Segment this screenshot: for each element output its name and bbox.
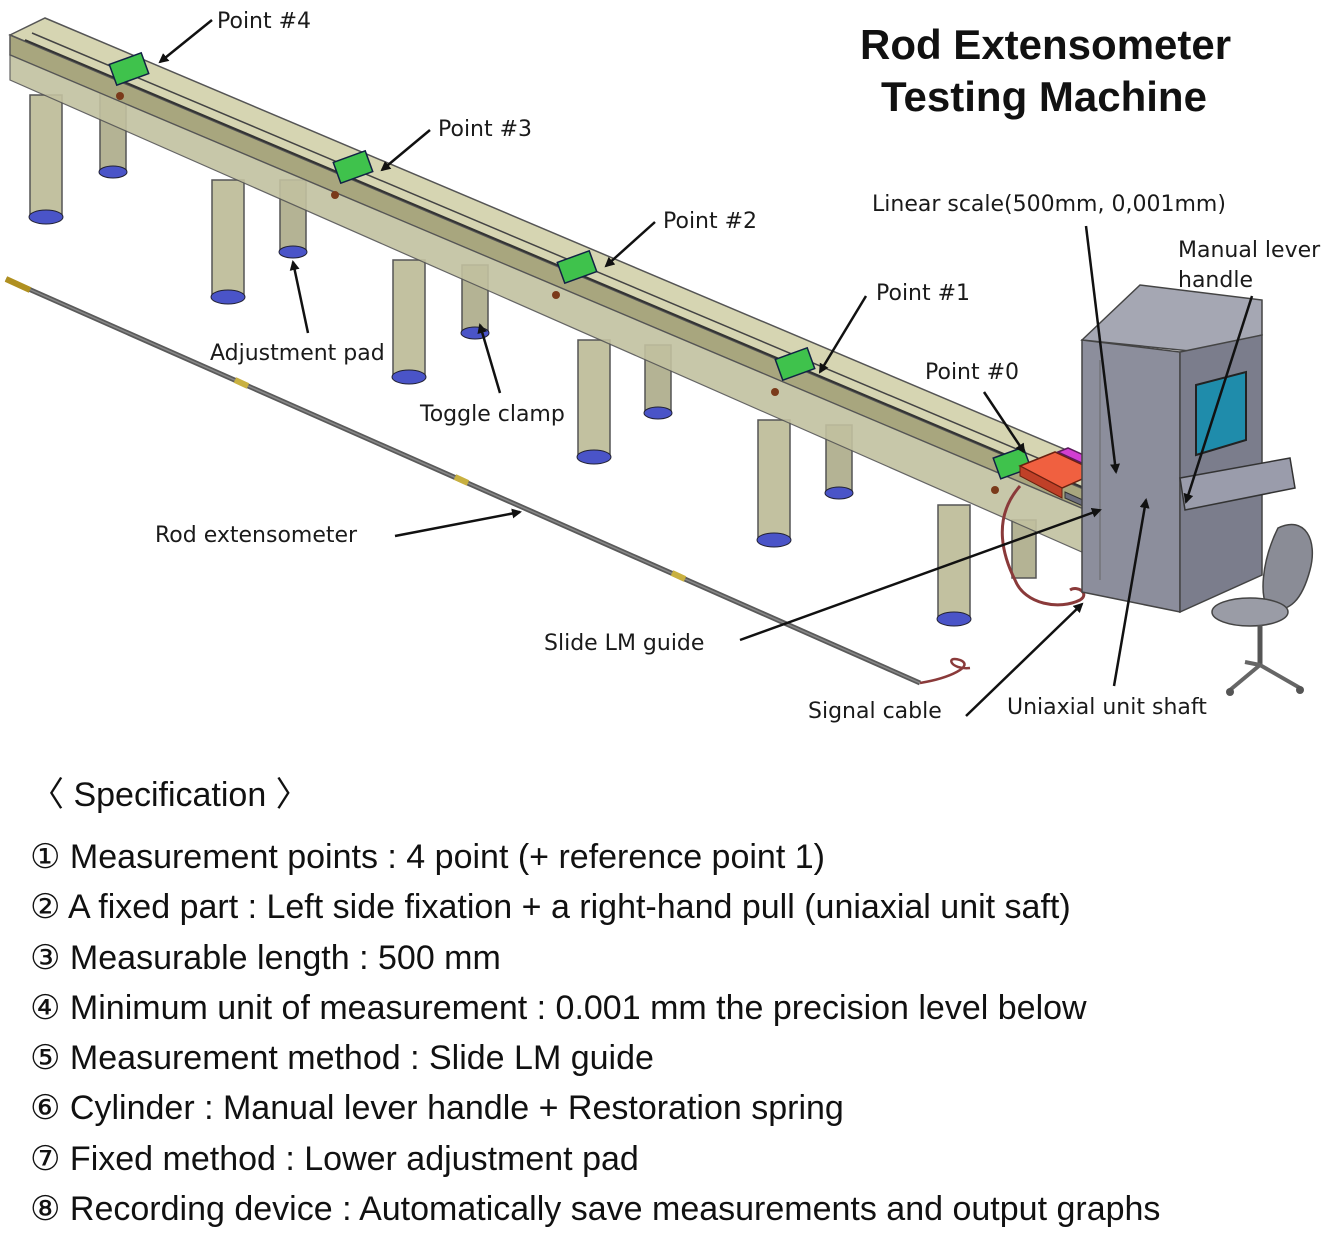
specification-section: 〈 Specification 〉 ① Measurement points :… [30,770,1320,1234]
clamp-point-3 [331,149,374,199]
clamp-point-2 [552,249,598,299]
leader-point-0 [982,391,1026,454]
spec-item: ⑦ Fixed method : Lower adjustment pad [30,1139,639,1178]
label-manual-lever-2: handle [1178,268,1253,293]
leader-signal-cable [965,602,1084,717]
leader-point-2 [604,221,656,268]
leader-point-3 [380,129,431,172]
label-linear-scale: Linear scale(500mm, 0,001mm) [872,192,1226,217]
label-rod-extensometer: Rod extensometer [155,523,358,548]
spec-item: ② A fixed part : Left side fixation + a … [30,888,1071,927]
leader-point-4 [158,19,213,64]
diagram-title-line-2: Testing Machine [881,73,1207,120]
slide-block [1018,451,1100,499]
leader-manual-lever [1183,295,1254,504]
label-adjustment-pad: Adjustment pad [210,341,385,366]
label-point-1: Point #1 [876,281,971,306]
diagram-title-line-1: Rod Extensometer [860,21,1232,68]
machine-diagram [4,17,1314,717]
leader-rod-extensometer [394,508,522,538]
leader-linear-scale [1084,225,1120,474]
leader-adjustment-pad [289,260,310,334]
spec-item: ⑧ Recording device : Automatically save … [30,1190,1161,1229]
label-point-4: Point #4 [217,9,312,34]
leader-point-1 [818,295,868,374]
clamp-point-1 [771,346,816,396]
label-point-2: Point #2 [663,209,758,234]
chair [1211,523,1314,696]
label-point-0: Point #0 [925,360,1020,385]
label-slide-lm-guide: Slide LM guide [544,631,705,656]
label-toggle-clamp: Toggle clamp [420,402,565,427]
leader-slide-lm-guide [739,508,1102,642]
rod-extensometer [4,276,971,686]
spec-item: ① Measurement points : 4 point (+ refere… [30,838,825,876]
control-cabinet [1080,284,1296,614]
spec-item: ⑤ Measurement method : Slide LM guide [30,1039,654,1078]
leader-lines [158,19,1254,717]
spec-item: ③ Measurable length : 500 mm [30,938,501,977]
label-uniaxial-unit-shaft: Uniaxial unit shaft [1007,695,1207,720]
spec-item: ④ Minimum unit of measurement : 0.001 mm… [30,988,1087,1027]
specification-heading: 〈 Specification 〉 [30,776,310,814]
label-signal-cable: Signal cable [808,699,942,724]
label-point-3: Point #3 [438,117,533,142]
leader-toggle-clamp [477,323,502,394]
leader-uniaxial-shaft [1112,498,1150,687]
spec-item: ⑥ Cylinder : Manual lever handle + Resto… [30,1089,844,1128]
label-manual-lever-1: Manual lever [1178,238,1321,263]
clamp-point-4 [108,51,150,100]
